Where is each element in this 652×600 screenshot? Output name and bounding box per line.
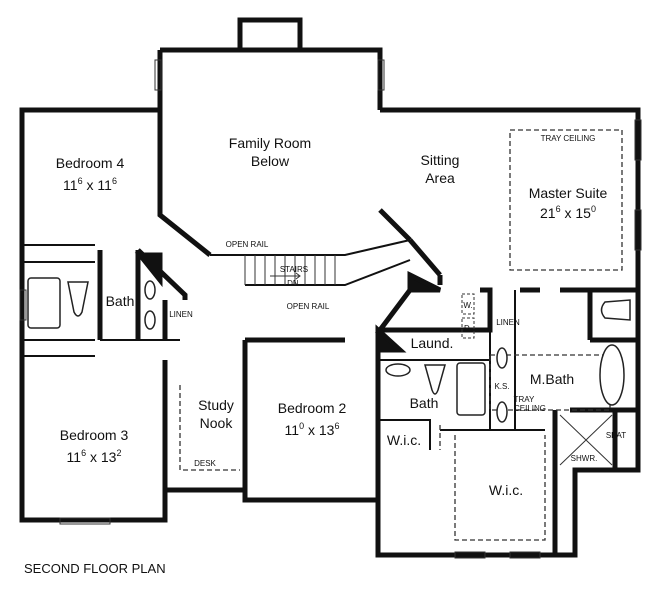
bedroom4-label: Bedroom 4 [56,155,125,171]
master-tray-ceiling: TRAY CEILING [541,134,596,143]
wic-small-label: W.i.c. [387,432,421,448]
bedroom3-label: Bedroom 3 [60,427,129,443]
walls [19,17,641,558]
ks-label: K.S. [494,382,509,391]
sitting-area-sublabel: Area [425,170,455,186]
bedroom4-size: 116 x 116 [63,176,117,193]
open-rail-top: OPEN RAIL [226,240,269,249]
plan-title: SECOND FLOOR PLAN [24,561,166,576]
master-suite-size: 216 x 150 [540,204,596,221]
linen-left-label: LINEN [169,310,193,319]
family-room-sublabel: Below [251,153,290,169]
bedroom3-size: 116 x 132 [67,448,122,465]
mbath-tray-label: TRAY [514,395,535,404]
bath-left-label: Bath [106,293,135,309]
washer-label: W. [463,301,472,310]
bedroom2-label: Bedroom 2 [278,400,347,416]
fixtures [27,277,631,466]
windows [19,59,642,559]
sitting-area-label: Sitting [421,152,460,168]
wic-large-label: W.i.c. [489,482,523,498]
laundry-label: Laund. [411,335,454,351]
bathtub [27,277,61,329]
study-sublabel: Nook [200,415,234,431]
mbath-label: M.Bath [530,371,574,387]
seat-label: SEAT [606,431,626,440]
bath-mid-label: Bath [410,395,439,411]
linen-right-label: LINEN [496,318,520,327]
study-label: Study [198,397,234,413]
family-room-label: Family Room [229,135,311,151]
stairs-label: STAIRS [280,265,308,274]
mbath-ceiling-label: CEILING [514,404,546,413]
shower-label: SHWR. [571,454,598,463]
dryer-label: D. [464,324,472,333]
master-suite-label: Master Suite [529,185,608,201]
bedroom2-size: 110 x 136 [285,421,340,438]
stairs-dn-label: DN. [287,279,301,288]
toilet [67,281,89,317]
open-rail-bottom: OPEN RAIL [287,302,330,311]
desk-label: DESK [194,459,216,468]
stairs [210,239,411,286]
